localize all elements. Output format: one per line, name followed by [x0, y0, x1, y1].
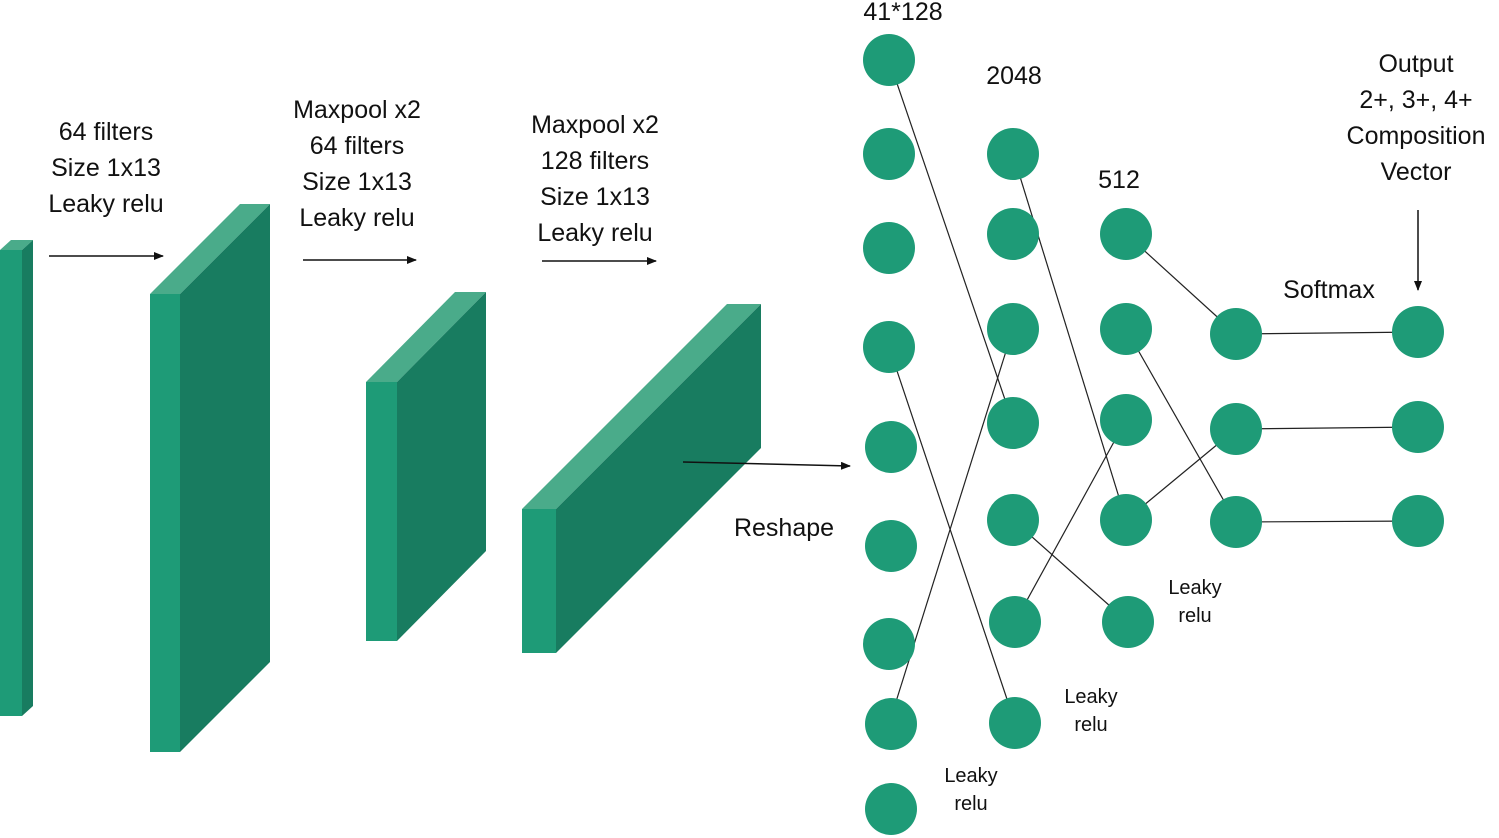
node — [987, 128, 1039, 180]
node — [1392, 495, 1444, 547]
node — [1100, 394, 1152, 446]
output-label-line: Composition — [1346, 122, 1486, 150]
output-label-line: Output — [1378, 50, 1454, 78]
activation-label-line: relu — [954, 793, 988, 815]
conv2-label-line: 64 filters — [309, 132, 405, 160]
conv-block-1 — [150, 204, 270, 752]
activation-label-1: Leaky relu — [934, 762, 1008, 818]
node — [1210, 403, 1262, 455]
conv1-label-line: Leaky relu — [48, 190, 164, 218]
activation-label-3: Leaky relu — [1158, 574, 1232, 630]
softmax-label: Softmax — [1283, 276, 1375, 304]
node — [987, 494, 1039, 546]
layer-2-nodes — [987, 128, 1041, 749]
output-label-line: Vector — [1380, 158, 1452, 186]
output-label-line: 2+, 3+, 4+ — [1359, 86, 1473, 114]
activation-label-line: Leaky — [944, 765, 998, 787]
arrow-reshape — [682, 461, 851, 470]
conv-block-2 — [366, 292, 486, 641]
node — [865, 783, 917, 835]
layer1-size-label: 41*128 — [863, 0, 943, 26]
node — [989, 596, 1041, 648]
conv2-label: Maxpool x2 64 filters Size 1x13 Leaky re… — [278, 92, 436, 236]
activation-label-line: relu — [1074, 714, 1108, 736]
conv1-label-line: Size 1x13 — [51, 154, 161, 182]
conv3-label-line: Leaky relu — [537, 219, 653, 247]
node — [863, 222, 915, 274]
node — [1100, 494, 1152, 546]
layer-1-nodes — [863, 34, 917, 835]
activation-label-line: Leaky — [1168, 577, 1222, 599]
node — [987, 303, 1039, 355]
conv3-label-line: Size 1x13 — [540, 183, 650, 211]
conv1-label-line: 64 filters — [58, 118, 154, 146]
activation-label-line: relu — [1178, 605, 1212, 627]
conv2-label-line: Maxpool x2 — [293, 96, 421, 124]
layer3-size-label: 512 — [1098, 166, 1140, 194]
node — [863, 321, 915, 373]
conv3-label: Maxpool x2 128 filters Size 1x13 Leaky r… — [516, 107, 674, 251]
node — [1102, 596, 1154, 648]
input-block — [0, 240, 33, 716]
output-label: Output 2+, 3+, 4+ Composition Vector — [1336, 46, 1496, 190]
layer-4-nodes — [1210, 308, 1262, 548]
node — [987, 397, 1039, 449]
node — [865, 698, 917, 750]
conv2-label-line: Size 1x13 — [302, 168, 412, 196]
activation-label-line: Leaky — [1064, 686, 1118, 708]
output-nodes — [1392, 306, 1444, 547]
node — [1100, 303, 1152, 355]
conv1-label: 64 filters Size 1x13 Leaky relu — [30, 114, 182, 222]
node — [1210, 308, 1262, 360]
node — [989, 697, 1041, 749]
layer2-size-label: 2048 — [986, 62, 1042, 90]
conv3-label-line: 128 filters — [540, 147, 650, 175]
node — [1210, 496, 1262, 548]
node — [863, 128, 915, 180]
conv2-label-line: Leaky relu — [299, 204, 415, 232]
node — [1392, 306, 1444, 358]
node — [865, 520, 917, 572]
node — [987, 208, 1039, 260]
reshape-label: Reshape — [733, 514, 835, 542]
layer-3-nodes — [1100, 208, 1154, 648]
conv-block-3 — [522, 304, 761, 653]
conv3-label-line: Maxpool x2 — [531, 111, 659, 139]
node — [1100, 208, 1152, 260]
node — [863, 34, 915, 86]
node — [865, 421, 917, 473]
activation-label-2: Leaky relu — [1054, 683, 1128, 739]
node — [1392, 401, 1444, 453]
node — [863, 618, 915, 670]
